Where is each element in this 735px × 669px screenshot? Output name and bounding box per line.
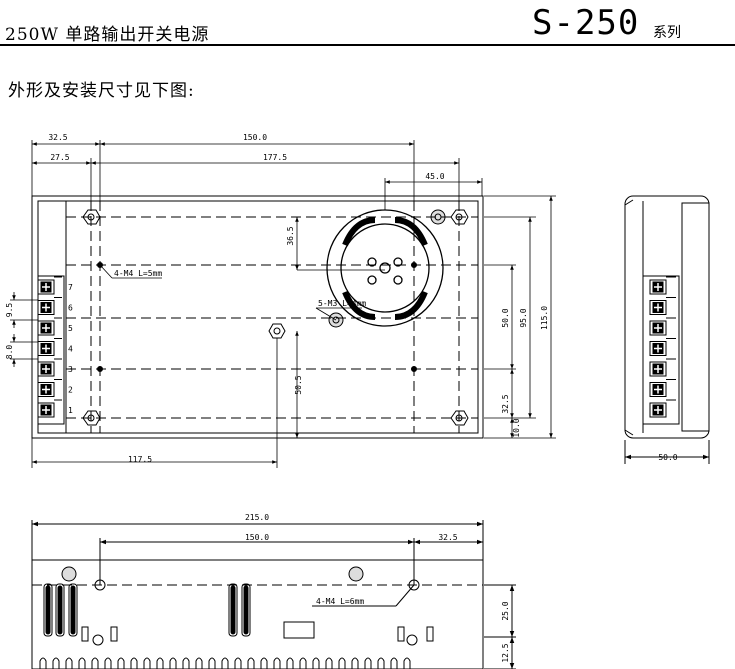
- terminal-screw-icon: [37, 276, 62, 295]
- fan-grille: [326, 209, 444, 327]
- dim-label: 8.0: [5, 345, 14, 360]
- center-lines: [66, 201, 478, 433]
- terminal-number: 4: [68, 345, 73, 354]
- terminal-numbers: 7 6 5 4 3 2 1: [68, 283, 73, 415]
- terminal-number: 7: [68, 283, 73, 292]
- terminal-screw-icon: [649, 276, 676, 295]
- dimension-lines: [10, 140, 556, 468]
- terminal-screw-icon: [37, 399, 62, 418]
- bottom-ribs: [39, 657, 417, 669]
- series-label: 系列: [653, 25, 681, 41]
- terminal-screw-icon: [37, 358, 62, 377]
- bottom-vents: [43, 583, 251, 637]
- terminal-screw-icon: [649, 317, 676, 336]
- header-rule: [0, 44, 735, 46]
- screw-callout: 4-M4 L=6mm: [316, 597, 364, 606]
- dim-label: 9.5: [5, 303, 14, 318]
- bottom-view: [31, 520, 516, 669]
- terminal-screw-icon: [37, 338, 62, 356]
- terminal-screw-icon: [649, 379, 676, 397]
- screw-callout: 5-M3 L=4mm: [318, 299, 366, 308]
- dim-label: 27.5: [50, 153, 69, 162]
- dim-label: 215.0: [245, 513, 269, 522]
- dim-label: 50.5: [294, 375, 303, 394]
- terminal-screw-icon: [649, 399, 676, 418]
- side-terminal-block: [642, 275, 680, 425]
- screw-callout: 4-M4 L=5mm: [114, 269, 162, 278]
- dim-label: 25.0: [501, 601, 510, 620]
- dim-label: 117.5: [128, 455, 152, 464]
- dim-label: 10.0: [512, 418, 521, 437]
- terminal-screw-icon: [37, 297, 62, 315]
- dim-label: 95.0: [519, 308, 528, 327]
- terminal-screw-icon: [37, 379, 62, 397]
- terminal-number: 2: [68, 386, 73, 395]
- dim-label: 115.0: [540, 306, 549, 330]
- terminal-screw-icon: [649, 358, 676, 377]
- dim-label: 177.5: [263, 153, 287, 162]
- dimension-labels: 32.5 150.0 27.5 177.5 45.0 36.5 9.5 8.0 …: [5, 133, 678, 663]
- document-title: 250W 单路输出开关电源: [5, 25, 210, 45]
- dim-label: 32.5: [438, 533, 457, 542]
- dim-label: 45.0: [425, 172, 444, 181]
- terminal-number: 6: [68, 304, 73, 313]
- dim-label: 50.0: [658, 453, 677, 462]
- terminal-block: [37, 275, 65, 425]
- dim-label: 32.5: [501, 394, 510, 413]
- top-view-outline: [31, 195, 484, 439]
- terminal-screw-icon: [649, 297, 676, 315]
- dim-label: 150.0: [243, 133, 267, 142]
- terminal-screw-icon: [649, 338, 676, 356]
- terminal-number: 3: [68, 365, 73, 374]
- header: 250W 单路输出开关电源 S-250 系列: [0, 0, 735, 50]
- terminal-screw-icon: [37, 317, 62, 336]
- hex-nut-icon: [268, 323, 286, 339]
- drawing-caption: 外形及安装尺寸见下图:: [8, 81, 195, 101]
- terminal-number: 5: [68, 324, 73, 333]
- top-view-inner-outline: [37, 200, 479, 434]
- mounting-holes: [82, 209, 469, 426]
- dim-label: 36.5: [286, 226, 295, 245]
- dim-label: 12.5: [501, 643, 510, 662]
- model-number: S-250: [532, 3, 640, 43]
- terminal-number: 1: [68, 406, 73, 415]
- dim-label: 150.0: [245, 533, 269, 542]
- dim-label: 32.5: [48, 133, 67, 142]
- dim-label: 50.0: [501, 308, 510, 327]
